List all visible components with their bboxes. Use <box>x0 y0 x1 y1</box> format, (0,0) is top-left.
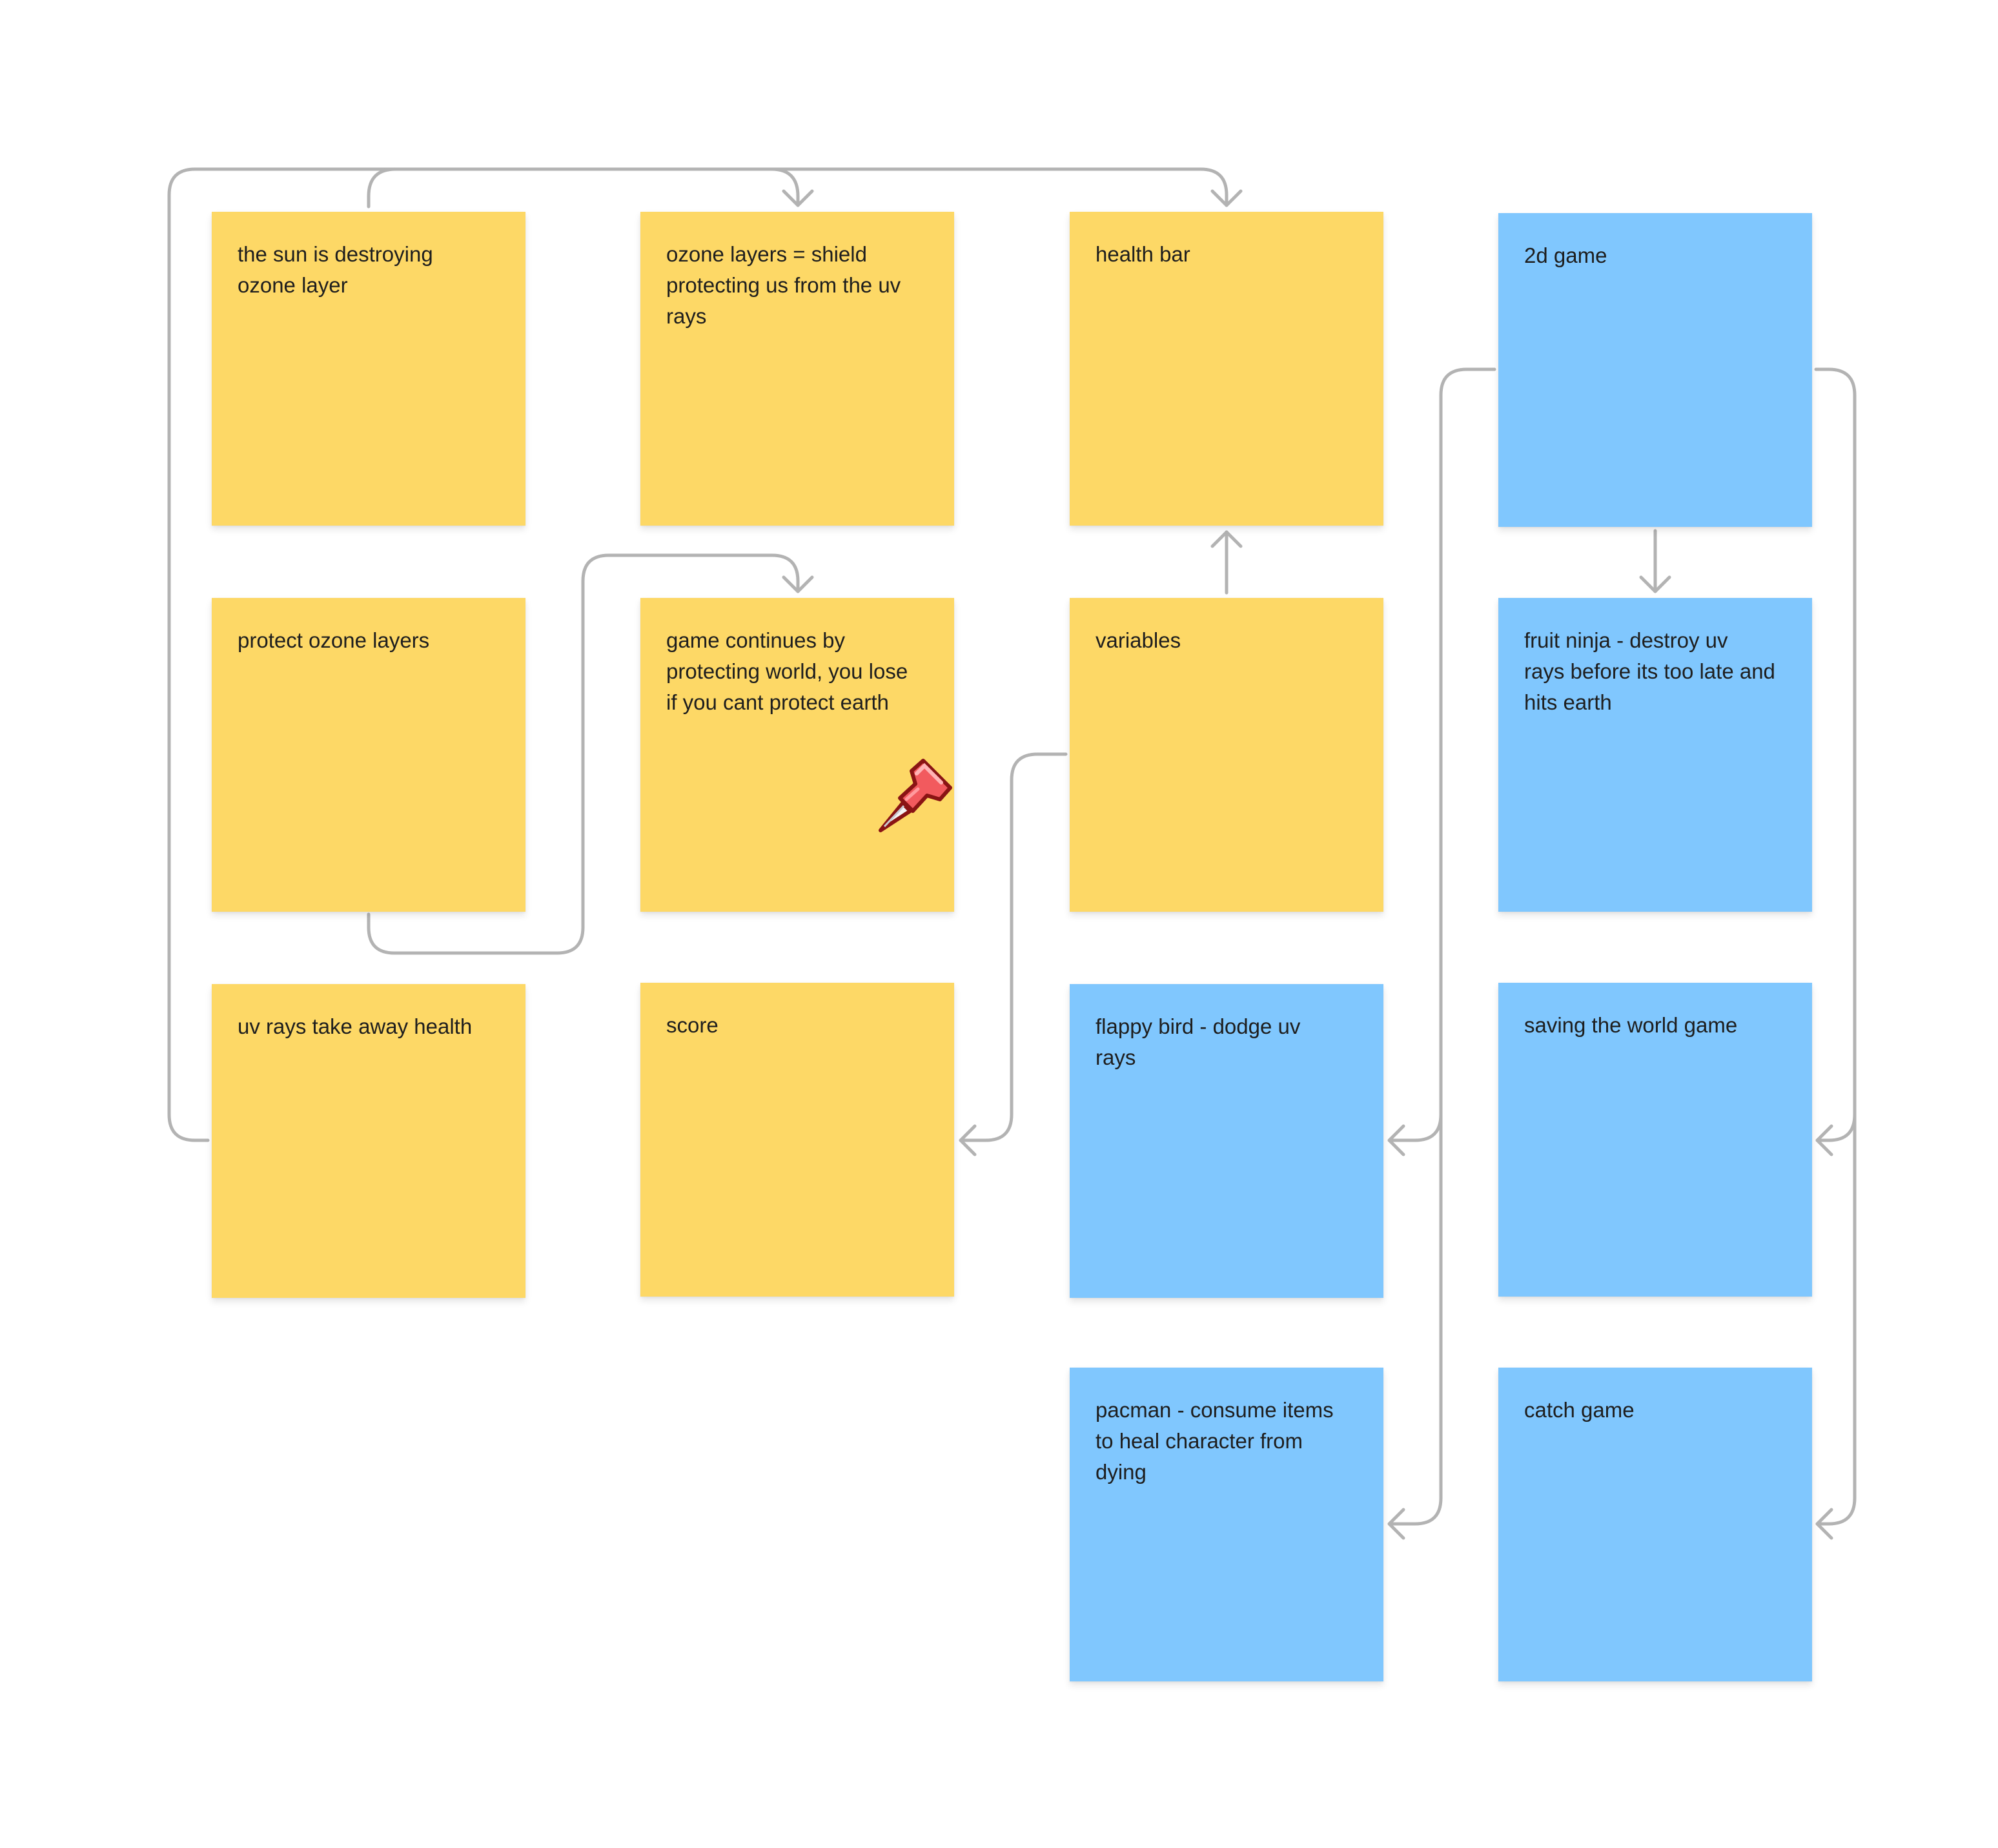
note-text: game continues by protecting world, you … <box>666 628 908 714</box>
note-text: health bar <box>1096 242 1190 266</box>
note-text: score <box>666 1013 719 1037</box>
note-text: catch game <box>1524 1398 1635 1422</box>
connector-2d-to-catch[interactable] <box>1815 1109 1857 1526</box>
note-text: pacman - consume items to heal character… <box>1096 1398 1334 1484</box>
note-text: variables <box>1096 628 1181 652</box>
arrowhead-fruit <box>1639 575 1671 593</box>
arrowhead-score <box>959 1124 977 1156</box>
connector-2d-to-flappy[interactable] <box>1387 367 1496 1142</box>
arrowhead-flappy <box>1387 1124 1405 1156</box>
connector-variables-to-score[interactable] <box>959 752 1068 1142</box>
sticky-note-sun-destroying-ozone[interactable]: the sun is destroying ozone layer <box>212 212 525 526</box>
sticky-note-ozone-shield[interactable]: ozone layers = shield protecting us from… <box>640 212 954 526</box>
arrowhead-saving <box>1815 1124 1833 1156</box>
note-text: protect ozone layers <box>238 628 430 652</box>
note-text: flappy bird - dodge uv rays <box>1096 1014 1301 1069</box>
pushpin-icon[interactable] <box>872 755 955 839</box>
arrowhead-ozone <box>782 189 814 207</box>
note-text: ozone layers = shield protecting us from… <box>666 242 901 328</box>
sticky-note-saving-world[interactable]: saving the world game <box>1498 983 1812 1297</box>
note-text: 2d game <box>1524 243 1607 267</box>
sticky-note-protect-ozone[interactable]: protect ozone layers <box>212 598 525 912</box>
sticky-note-2d-game[interactable]: 2d game <box>1498 213 1812 527</box>
sticky-note-pacman[interactable]: pacman - consume items to heal character… <box>1070 1368 1383 1681</box>
arrowhead-continues <box>782 575 814 593</box>
note-text: fruit ninja - destroy uv rays before its… <box>1524 628 1775 714</box>
sticky-note-health-bar[interactable]: health bar <box>1070 212 1383 526</box>
sticky-note-variables[interactable]: variables <box>1070 598 1383 912</box>
connector-2d-to-saving[interactable] <box>1814 367 1857 1142</box>
sticky-note-flappy-bird[interactable]: flappy bird - dodge uv rays <box>1070 984 1383 1298</box>
connector-2d-to-pacman[interactable] <box>1387 1109 1443 1526</box>
arrowhead-pacman <box>1387 1508 1405 1540</box>
note-text: the sun is destroying ozone layer <box>238 242 433 297</box>
sticky-note-score[interactable]: score <box>640 983 954 1297</box>
note-text: uv rays take away health <box>238 1014 473 1038</box>
note-text: saving the world game <box>1524 1013 1738 1037</box>
connector-sun-to-ozone[interactable] <box>367 167 800 209</box>
arrowhead-catch <box>1815 1508 1833 1540</box>
arrowhead-health-from-variables <box>1210 530 1243 548</box>
sticky-note-uv-rays-health[interactable]: uv rays take away health <box>212 984 525 1298</box>
sticky-note-fruit-ninja[interactable]: fruit ninja - destroy uv rays before its… <box>1498 598 1812 912</box>
sticky-note-catch-game[interactable]: catch game <box>1498 1368 1812 1681</box>
arrowhead-health-bar <box>1210 189 1243 207</box>
sticky-note-game-continues[interactable]: game continues by protecting world, you … <box>640 598 954 912</box>
